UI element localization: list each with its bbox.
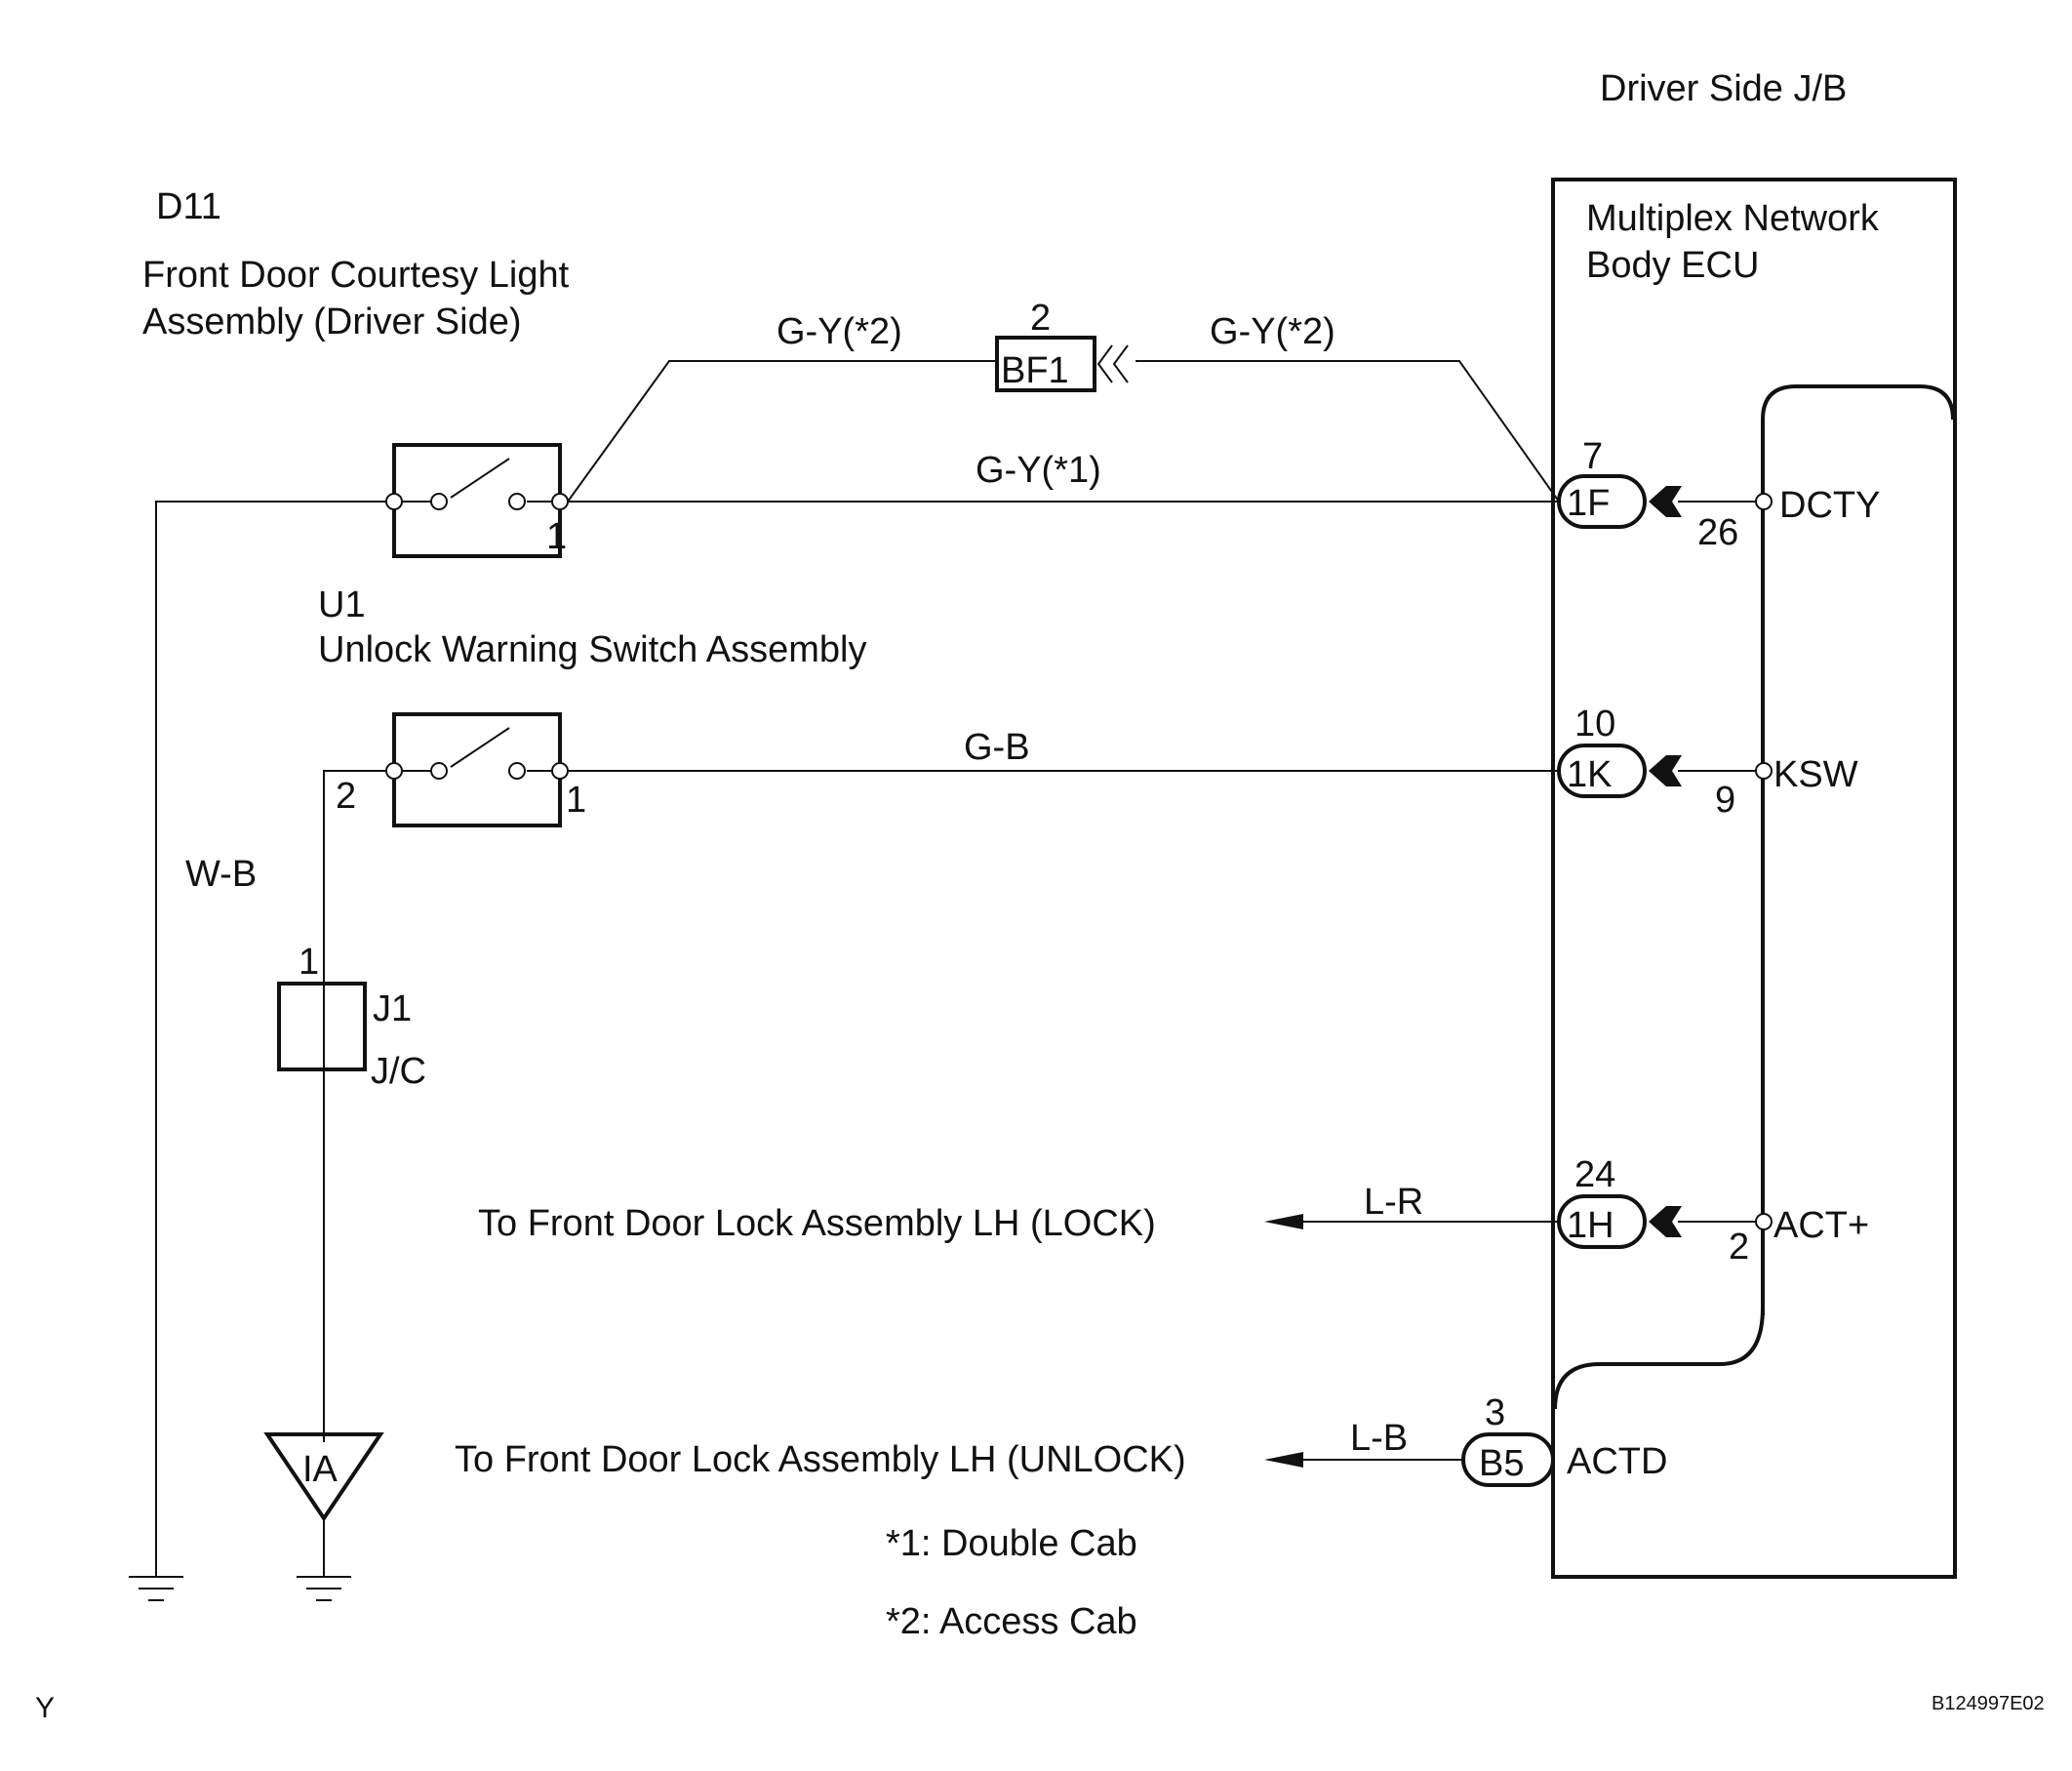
connector-1f-arrow	[1649, 486, 1682, 517]
to-unlock-label: To Front Door Lock Assembly LH (UNLOCK)	[455, 1439, 1186, 1480]
ecu-inner-outline	[1761, 384, 1955, 1315]
ksw-name: KSW	[1773, 754, 1858, 795]
wire-gb: G-B	[964, 727, 1030, 768]
connector-b5-code: B5	[1479, 1443, 1524, 1484]
note-double-cab: *1: Double Cab	[886, 1523, 1137, 1564]
u1-pin-2: 2	[336, 776, 356, 817]
figure-id: B124997E02	[1932, 1693, 2045, 1714]
act-plus-name: ACT+	[1773, 1205, 1869, 1246]
ecu-inner-lower-outline	[1553, 1307, 1765, 1410]
connector-1h-arrow	[1649, 1206, 1682, 1237]
bf1-pin: 2	[1030, 298, 1051, 339]
dcty-name: DCTY	[1779, 485, 1880, 526]
actd-name: ACTD	[1567, 1441, 1667, 1482]
ecu-title-line1: Multiplex Network	[1586, 198, 1880, 239]
u1-pin-1: 1	[566, 780, 586, 821]
corner-letter: Y	[35, 1692, 55, 1724]
ecu-title-line2: Body ECU	[1586, 245, 1759, 286]
d11-name-line1: Front Door Courtesy Light	[142, 255, 570, 296]
ground-symbol-ia	[297, 1576, 351, 1601]
d11-name-line2: Assembly (Driver Side)	[142, 302, 522, 342]
connector-1h-code: 1H	[1567, 1205, 1614, 1246]
j1-junction-connector	[277, 982, 367, 1071]
wire-gy1: G-Y(*1)	[976, 450, 1101, 491]
unlock-arrow	[1264, 1452, 1303, 1468]
bf1-chevrons	[1096, 344, 1129, 383]
junction-block-box	[1551, 178, 1957, 1579]
gy2-wire-right	[1136, 360, 1560, 503]
connector-1f	[1557, 474, 1647, 529]
jb-title: Driver Side J/B	[1600, 68, 1847, 109]
j1-pin: 1	[299, 942, 319, 983]
bf1-connector	[995, 336, 1096, 392]
connector-1k-pin: 10	[1574, 704, 1615, 745]
dcty-pin: 26	[1697, 512, 1738, 553]
lock-arrow	[1264, 1214, 1303, 1229]
connector-1f-code: 1F	[1567, 483, 1610, 524]
act-plus-terminal	[1755, 1213, 1773, 1230]
u1-name: Unlock Warning Switch Assembly	[318, 629, 866, 670]
j1-code: J1	[373, 988, 412, 1029]
wire-gy2-right: G-Y(*2)	[1210, 311, 1335, 352]
wire-lb: L-B	[1350, 1418, 1408, 1459]
ia-label: IA	[302, 1449, 339, 1490]
bf1-code: BF1	[1001, 350, 1069, 391]
to-lock-label: To Front Door Lock Assembly LH (LOCK)	[478, 1203, 1156, 1244]
ia-ground-symbol	[263, 1432, 384, 1522]
connector-1k-arrow	[1649, 755, 1682, 786]
ksw-pin: 9	[1715, 780, 1735, 821]
wb-wire	[155, 501, 386, 1577]
gy2-wire-left	[567, 360, 997, 503]
connector-1f-pin: 7	[1582, 436, 1603, 477]
act-plus-pin: 2	[1729, 1227, 1749, 1268]
connector-1h-pin: 24	[1574, 1154, 1615, 1195]
ksw-terminal	[1755, 762, 1773, 780]
wire-wb: W-B	[185, 854, 257, 895]
wire-gy2-left: G-Y(*2)	[777, 311, 902, 352]
u1-code: U1	[318, 584, 366, 625]
connector-b5-pin: 3	[1485, 1392, 1505, 1433]
dcty-terminal	[1755, 493, 1773, 510]
u1-ground-wire	[323, 770, 386, 1442]
j1-type: J/C	[371, 1051, 426, 1092]
wire-lr: L-R	[1364, 1182, 1423, 1223]
connector-1k-code: 1K	[1567, 754, 1612, 795]
d11-pin-1: 1	[546, 516, 567, 557]
connector-1k	[1557, 744, 1647, 798]
u1-switch	[385, 712, 569, 827]
note-access-cab: *2: Access Cab	[886, 1601, 1137, 1642]
ground-symbol-left	[129, 1576, 183, 1601]
d11-switch	[385, 443, 569, 558]
d11-code: D11	[156, 186, 221, 227]
